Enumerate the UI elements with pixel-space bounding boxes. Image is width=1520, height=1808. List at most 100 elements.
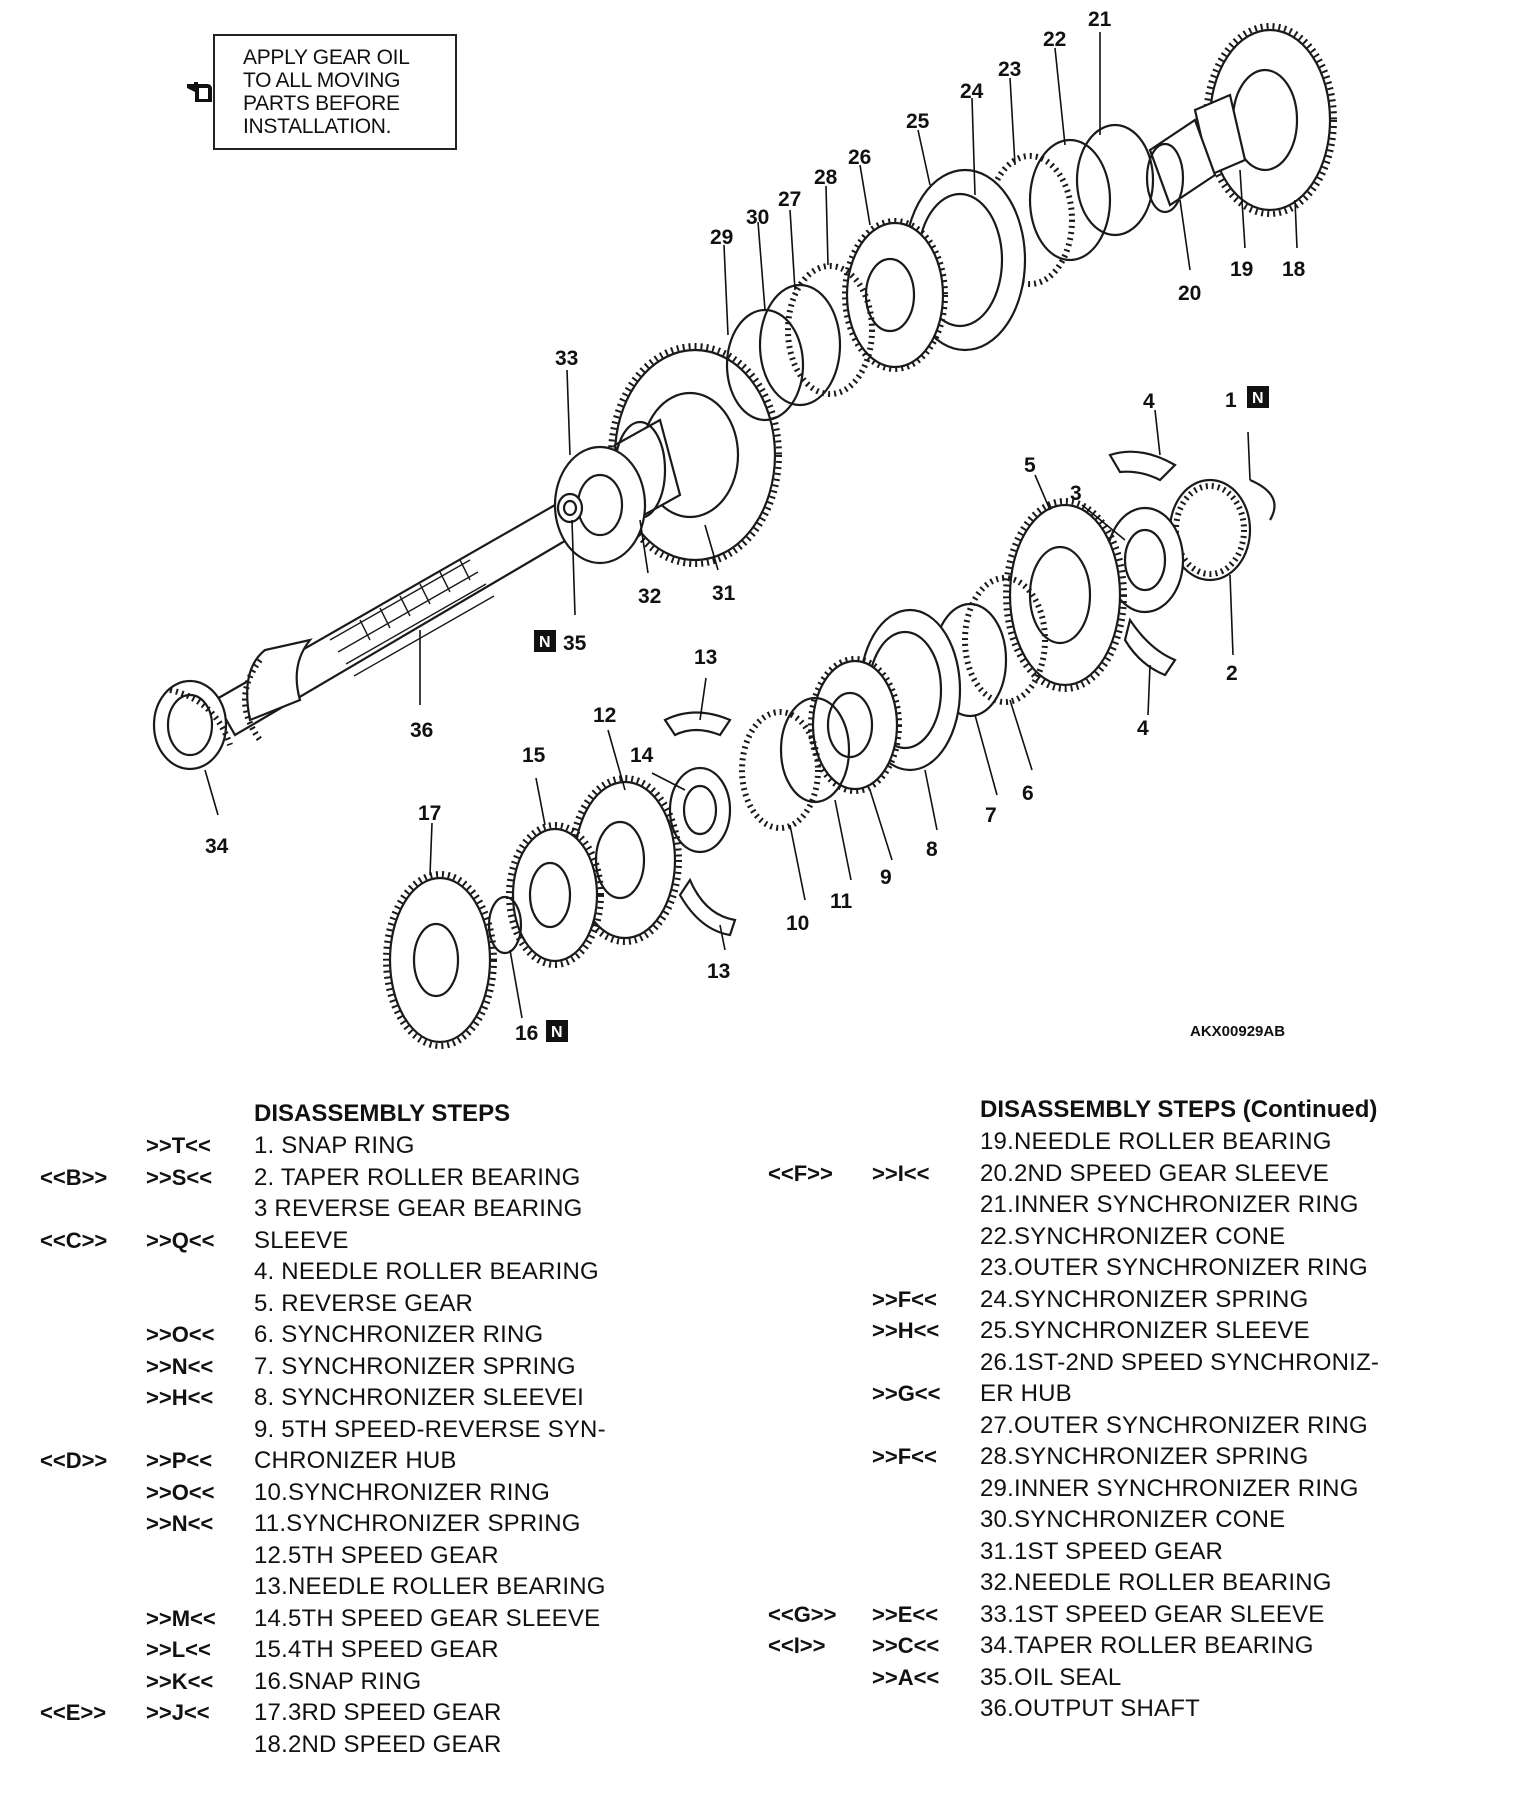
service-code-right: >>A<< (872, 1664, 940, 1690)
step-row: >>O<<6. SYNCHRONIZER RING (0, 1319, 760, 1351)
step-row: 22.SYNCHRONIZER CONE (760, 1221, 1520, 1253)
new-part-marker (546, 1020, 568, 1042)
step-text: 5. REVERSE GEAR (254, 1289, 474, 1317)
step-text: 3 REVERSE GEAR BEARING (254, 1195, 583, 1222)
step-text: 28.SYNCHRONIZER SPRING (980, 1443, 1309, 1470)
oil-seal-35 (556, 492, 584, 524)
step-text: 34.TAPER ROLLER BEARING (980, 1632, 1314, 1659)
callout-28: 28 (814, 166, 838, 189)
step-text: 16.SNAP RING (254, 1667, 422, 1695)
steps-heading-continued: DISASSEMBLY STEPS (Continued) (980, 1096, 1378, 1123)
service-code-right: >>H<< (146, 1385, 214, 1410)
second-speed-gear-sleeve-20 (1145, 118, 1217, 214)
step-row: >>H<<25.SYNCHRONIZER SLEEVE (760, 1315, 1520, 1347)
step-row: <<E>>>>J<<17.3RD SPEED GEAR (0, 1697, 760, 1729)
step-text: 9. 5TH SPEED-REVERSE SYN- (254, 1415, 606, 1443)
step-row: 32.NEEDLE ROLLER BEARING (760, 1567, 1520, 1599)
service-code-right: >>H<< (872, 1318, 940, 1343)
third-speed-gear-17 (383, 871, 497, 1049)
callout-24: 24 (960, 80, 984, 103)
new-part-marker-label: N (551, 1024, 563, 1041)
service-code-left: <<I>> (768, 1633, 826, 1658)
new-part-marker (1247, 386, 1269, 408)
step-text: 13.NEEDLE ROLLER BEARING (254, 1573, 606, 1600)
step-row: >>N<<11.SYNCHRONIZER SPRING (0, 1508, 760, 1540)
step-row: 3 REVERSE GEAR BEARING (0, 1193, 760, 1225)
callout-20: 20 (1178, 282, 1201, 305)
step-row: 18.2ND SPEED GEAR (0, 1729, 760, 1761)
callout-33: 33 (555, 347, 578, 370)
callout-2: 2 (1226, 662, 1238, 685)
service-code-right: >>K<< (146, 1668, 214, 1694)
step-row: <<B>>>>S<<2. TAPER ROLLER BEARING (0, 1162, 760, 1194)
steps-heading: DISASSEMBLY STEPS (254, 1100, 511, 1127)
step-text: 14.5TH SPEED GEAR SLEEVE (254, 1604, 601, 1632)
oil-can-icon (187, 82, 212, 102)
callout-32: 32 (638, 585, 661, 608)
snap-ring-16 (487, 895, 523, 955)
needle-roller-bearing-13 (663, 711, 737, 937)
callout-23: 23 (998, 58, 1021, 81)
step-row: 30.SYNCHRONIZER CONE (760, 1504, 1520, 1536)
step-text: 30.SYNCHRONIZER CONE (980, 1506, 1286, 1533)
callout-21: 21 (1088, 8, 1112, 31)
step-row: 5. REVERSE GEAR (0, 1288, 760, 1320)
note-line: APPLY GEAR OIL (243, 46, 410, 69)
service-code-right: >>N<< (146, 1511, 214, 1536)
callout-7: 7 (985, 804, 997, 827)
callout-17: 17 (418, 802, 441, 825)
needle-roller-bearing-4 (1108, 450, 1177, 677)
step-row: >>O<<10.SYNCHRONIZER RING (0, 1477, 760, 1509)
synchronizer-ring-10-spring-11 (739, 696, 851, 831)
synchronizer-hub-26 (842, 218, 948, 372)
exploded-view-diagram: 1 N 2 3 4 4 5 6 7 8 9 10 11 12 13 13 14 … (152, 8, 1337, 1049)
step-row: >>G<< ER HUB (760, 1378, 1520, 1410)
gear-oil-note: APPLY GEAR OIL TO ALL MOVING PARTS BEFOR… (213, 34, 457, 150)
step-text: 23.OUTER SYNCHRONIZER RING (980, 1254, 1368, 1281)
reverse-gear-5 (1003, 498, 1127, 692)
step-text: 36.OUTPUT SHAFT (980, 1695, 1200, 1722)
note-line: TO ALL MOVING (243, 69, 401, 92)
callout-13: 13 (694, 646, 717, 669)
step-text: 31.1ST SPEED GEAR (980, 1537, 1224, 1565)
step-text: 18.2ND SPEED GEAR (254, 1730, 502, 1758)
callout-13: 13 (707, 960, 730, 983)
step-row: 23.OUTER SYNCHRONIZER RING (760, 1252, 1520, 1284)
callout-34: 34 (205, 835, 229, 858)
callout-4: 4 (1137, 717, 1149, 740)
step-text: 32.NEEDLE ROLLER BEARING (980, 1569, 1332, 1596)
step-text: 29.INNER SYNCHRONIZER RING (980, 1474, 1359, 1502)
callout-10: 10 (786, 912, 809, 935)
service-code-right: >>M<< (146, 1605, 216, 1631)
snap-ring-1 (1249, 478, 1276, 521)
service-code-right: >>O<< (146, 1479, 215, 1505)
step-row: >>F<< 28.SYNCHRONIZER SPRING (760, 1441, 1520, 1473)
service-code-left: <<G>> (768, 1601, 837, 1627)
service-code-right: >>F<< (872, 1444, 937, 1469)
figure-reference: AKX00929AB (1190, 1023, 1286, 1040)
step-text: 15.4TH SPEED GEAR (254, 1636, 499, 1663)
callout-31: 31 (712, 582, 736, 605)
new-part-marker-label: N (539, 634, 551, 651)
step-text: 19.NEEDLE ROLLER BEARING (980, 1128, 1332, 1155)
step-row: <<D>> >>P<< CHRONIZER HUB (0, 1445, 760, 1477)
service-code-right: >>G<< (872, 1381, 941, 1406)
step-text: CHRONIZER HUB (254, 1447, 457, 1474)
step-text: SLEEVE (254, 1226, 349, 1254)
service-code-right: >>P<< (146, 1448, 213, 1473)
service-code-left: <<D>> (40, 1448, 108, 1473)
fifth-speed-gear-sleeve-14 (668, 766, 732, 854)
service-code-left: <<B>> (40, 1164, 108, 1190)
callout-5: 5 (1024, 454, 1036, 477)
step-row: <<I>>>>C<<34.TAPER ROLLER BEARING (760, 1630, 1520, 1662)
step-row: >>K<< 16.SNAP RING (0, 1666, 760, 1698)
step-row: 12.5TH SPEED GEAR (0, 1540, 760, 1572)
callout-16: 16 (515, 1022, 538, 1045)
callout-numbers: 1 N 2 3 4 4 5 6 7 8 9 10 11 12 13 13 14 … (205, 8, 1306, 1045)
callout-18: 18 (1282, 258, 1306, 281)
step-row: 4. NEEDLE ROLLER BEARING (0, 1256, 760, 1288)
step-row: >>A<<35.OIL SEAL (760, 1662, 1520, 1694)
output-shaft (213, 503, 577, 742)
service-code-left: <<C>> (40, 1227, 108, 1253)
step-row: <<C>>>>Q<< SLEEVE (0, 1225, 760, 1257)
